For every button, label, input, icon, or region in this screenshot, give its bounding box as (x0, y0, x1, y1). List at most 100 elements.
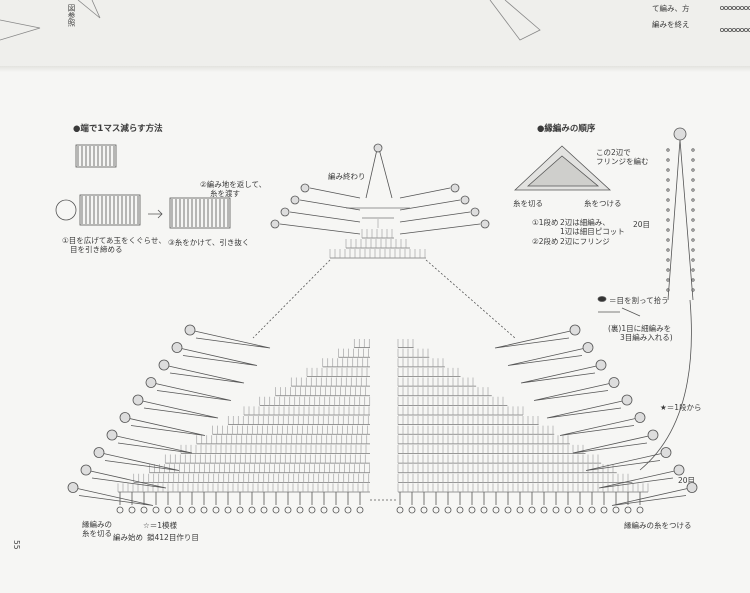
fringe-loop (279, 223, 361, 235)
step1-caption-2: 目を引き締める (70, 245, 123, 254)
edge-picot (576, 506, 584, 514)
fringe-chain (691, 198, 695, 202)
bottom-right-note: 縁編みの糸をつける (624, 521, 692, 530)
order-triangle-inner (526, 155, 600, 187)
fringe-loop (111, 434, 193, 454)
prev-page-drawing (489, 0, 541, 41)
guide-line (252, 259, 331, 339)
edge-picot (308, 506, 316, 514)
prev-page-bead (740, 6, 745, 11)
fringe-loop (520, 364, 602, 384)
fringe-tassel (460, 195, 470, 205)
fringe-loop (546, 399, 628, 419)
prev-page-bead (748, 28, 750, 32)
prev-page-bead (724, 27, 729, 32)
fringe-loop (124, 417, 206, 436)
prev-page-bead (744, 6, 749, 11)
fringe-loop (289, 211, 361, 223)
fringe-chain (691, 278, 695, 282)
fringe-chain (666, 168, 670, 172)
edge-picot (492, 506, 500, 514)
cut-yarn-label: 糸を切る (513, 199, 543, 208)
fringe-tassel (470, 207, 480, 217)
edge-picot (176, 506, 184, 514)
fringe-chain (666, 248, 670, 252)
top-right-text-1: て編み、方 (652, 4, 690, 13)
fringe-tassel (145, 377, 157, 388)
fringe-chain (666, 208, 670, 212)
previous-page-strip (0, 0, 750, 68)
fringe-chain (691, 238, 695, 242)
prev-page-bead (720, 6, 725, 11)
fringe-chain (666, 278, 670, 282)
prev-page-bead (724, 6, 729, 11)
step1-caption-1: ①目を広げてあ玉をくぐらせ、 (62, 236, 166, 245)
edge-picot (260, 506, 268, 514)
edge-picot (140, 506, 148, 514)
edge-picot (332, 506, 340, 514)
order-step1-label: ①1段め (532, 218, 559, 227)
fringe-tassel (171, 342, 183, 353)
edge-picot (212, 506, 220, 514)
fringe-tassel (67, 482, 79, 493)
fringe-tassel (582, 342, 594, 353)
edge-picot (296, 506, 304, 514)
edge-picot (116, 506, 124, 514)
page-fold (0, 66, 750, 72)
edge-picot (408, 506, 416, 514)
prev-page-bead (728, 6, 733, 11)
start-label: 編み始め (113, 533, 143, 542)
fringe-tassel (158, 359, 170, 371)
fringe-chain (666, 288, 670, 292)
edge-picot (624, 506, 632, 514)
fringe-loop (85, 469, 167, 489)
fringe-tassel (132, 394, 144, 406)
edge-picot (480, 506, 488, 514)
top-end-label: 編み終わり (328, 172, 366, 181)
step2-swatch (169, 197, 231, 229)
edge-picot (200, 506, 208, 514)
edge-picot (564, 506, 572, 514)
fringe-loop (399, 223, 481, 235)
chain-count-label: 鎖412目作り目 (147, 533, 199, 542)
edge-picot (456, 506, 464, 514)
fringe-tassel (290, 195, 300, 205)
fringe-tassel (106, 429, 118, 441)
legend-bead-text: ＝目を割って拾う (609, 296, 669, 305)
fringe-loop (309, 187, 361, 199)
edge-picot (588, 506, 596, 514)
edge-picot (528, 506, 536, 514)
fringe-loop (585, 452, 667, 471)
legend-line-2: 3目編み入れる) (620, 333, 673, 342)
edge-picot (636, 506, 644, 514)
fringe-loop (399, 211, 471, 223)
fringe-loop (150, 382, 232, 401)
edge-picot (272, 506, 280, 514)
edge-picot (420, 506, 428, 514)
fringe-loop (598, 469, 680, 489)
direction-arrow (639, 299, 692, 471)
step2-label-2: 糸を渡す (210, 189, 240, 198)
edge-picot (152, 506, 160, 514)
fringe-chain (666, 188, 670, 192)
long-fringe-tassel (673, 127, 687, 141)
fringe-chain (691, 268, 695, 272)
fringe-chain (666, 148, 670, 152)
fringe-chain (691, 158, 695, 162)
prev-page-bead (736, 27, 741, 32)
top-left-vertical-text: 図参照 (67, 4, 76, 27)
edge-picot (516, 506, 524, 514)
step2-label-1: ②編み地を返して、 (200, 180, 267, 189)
edge-picot (356, 506, 364, 514)
edge-picot (612, 506, 620, 514)
edge-picot (444, 506, 452, 514)
fringe-loop (533, 382, 615, 401)
fringe-tassel (450, 183, 460, 193)
edge-picot (552, 506, 560, 514)
edge-picot (468, 506, 476, 514)
fringe-chain (666, 268, 670, 272)
edge-picot (320, 506, 328, 514)
fringe-tassel (673, 464, 685, 476)
fringe-chain (691, 228, 695, 232)
fringe-loop (137, 399, 219, 419)
